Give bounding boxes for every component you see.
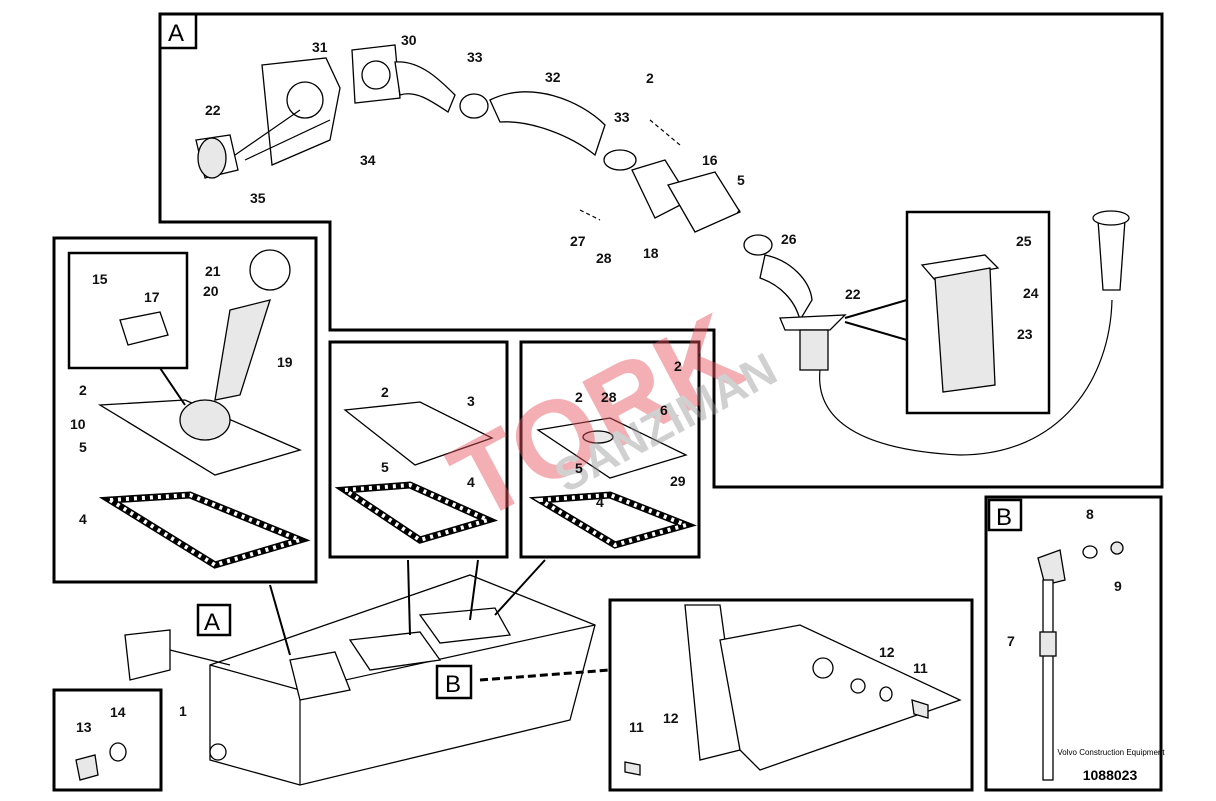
callout: 10 [70,416,86,432]
callout: 1 [179,703,187,719]
callout: 22 [845,286,861,302]
callout: 4 [79,511,87,527]
callout: 12 [879,644,895,660]
callout: 20 [203,283,219,299]
view-a-ref-letter: A [204,609,220,636]
inset-sender-parts [67,251,189,370]
callout: 2 [79,382,87,398]
callout: 2 [646,70,654,86]
callout: 3 [467,393,475,409]
view-b-ref-tag [435,664,473,700]
callout: 2 [381,384,389,400]
view-a-tag [158,12,198,50]
callout: 32 [545,69,561,85]
callout: 33 [614,109,630,125]
callout: 27 [570,233,586,249]
filler-neck-parts [97,249,311,569]
callout: 24 [1023,285,1039,301]
callout: 11 [913,660,928,676]
callout: 25 [1016,233,1032,249]
callout: 8 [1086,506,1094,522]
callout: 5 [737,172,745,188]
filler-assembly-parts [195,44,1130,456]
callout: 11 [629,719,644,735]
callout: 28 [601,389,617,405]
callout: 13 [76,719,92,735]
view-b-letter: B [996,504,1012,531]
diagram-code: 1088023 [1083,767,1138,783]
level-sensor [1037,541,1124,781]
view-b-ref-letter: B [445,671,461,698]
callout: 6 [660,402,668,418]
callout: 4 [596,494,604,510]
frame-sender-plate [519,340,701,559]
frame-view-b [984,495,1163,792]
callout: 4 [467,474,475,490]
callout-labels: 31 30 33 32 2 22 33 16 5 34 35 27 28 18 … [70,32,1122,735]
callout: 17 [144,289,160,305]
view-a-ref-tag [196,603,232,637]
callout: 19 [277,354,293,370]
callout: 2 [674,358,682,374]
callout: 16 [702,152,718,168]
callout: 15 [92,271,108,287]
callout: 34 [360,152,376,168]
publisher-text: Volvo Construction Equipment [1057,748,1165,757]
callout: 30 [401,32,417,48]
callout: 31 [312,39,328,55]
watermark-logo: TORK SANZIMAN [432,290,785,544]
callout: 5 [381,459,389,475]
callout: 14 [110,704,126,720]
callout: 26 [781,231,797,247]
callout: 7 [1007,633,1015,649]
view-a-letter: A [168,20,184,47]
frame-drain-plug [52,688,163,792]
view-b-tag [987,498,1023,532]
callout: 29 [670,473,686,489]
callout: 5 [79,439,87,455]
callout: 9 [1114,578,1122,594]
callout: 18 [643,245,659,261]
frame-detail-view [608,598,974,792]
callout: 23 [1017,326,1033,342]
callout: 2 [575,389,583,405]
callout: 33 [467,49,483,65]
callout: 22 [205,102,221,118]
callout: 21 [205,263,221,279]
frame-filler-neck [52,236,318,584]
callout: 12 [663,710,679,726]
callout: 5 [575,460,583,476]
fuel-tank [124,559,611,786]
frame-cover-plate [328,340,509,559]
frame-view-a [158,12,1164,489]
callout: 35 [250,190,266,206]
callout: 28 [596,250,612,266]
